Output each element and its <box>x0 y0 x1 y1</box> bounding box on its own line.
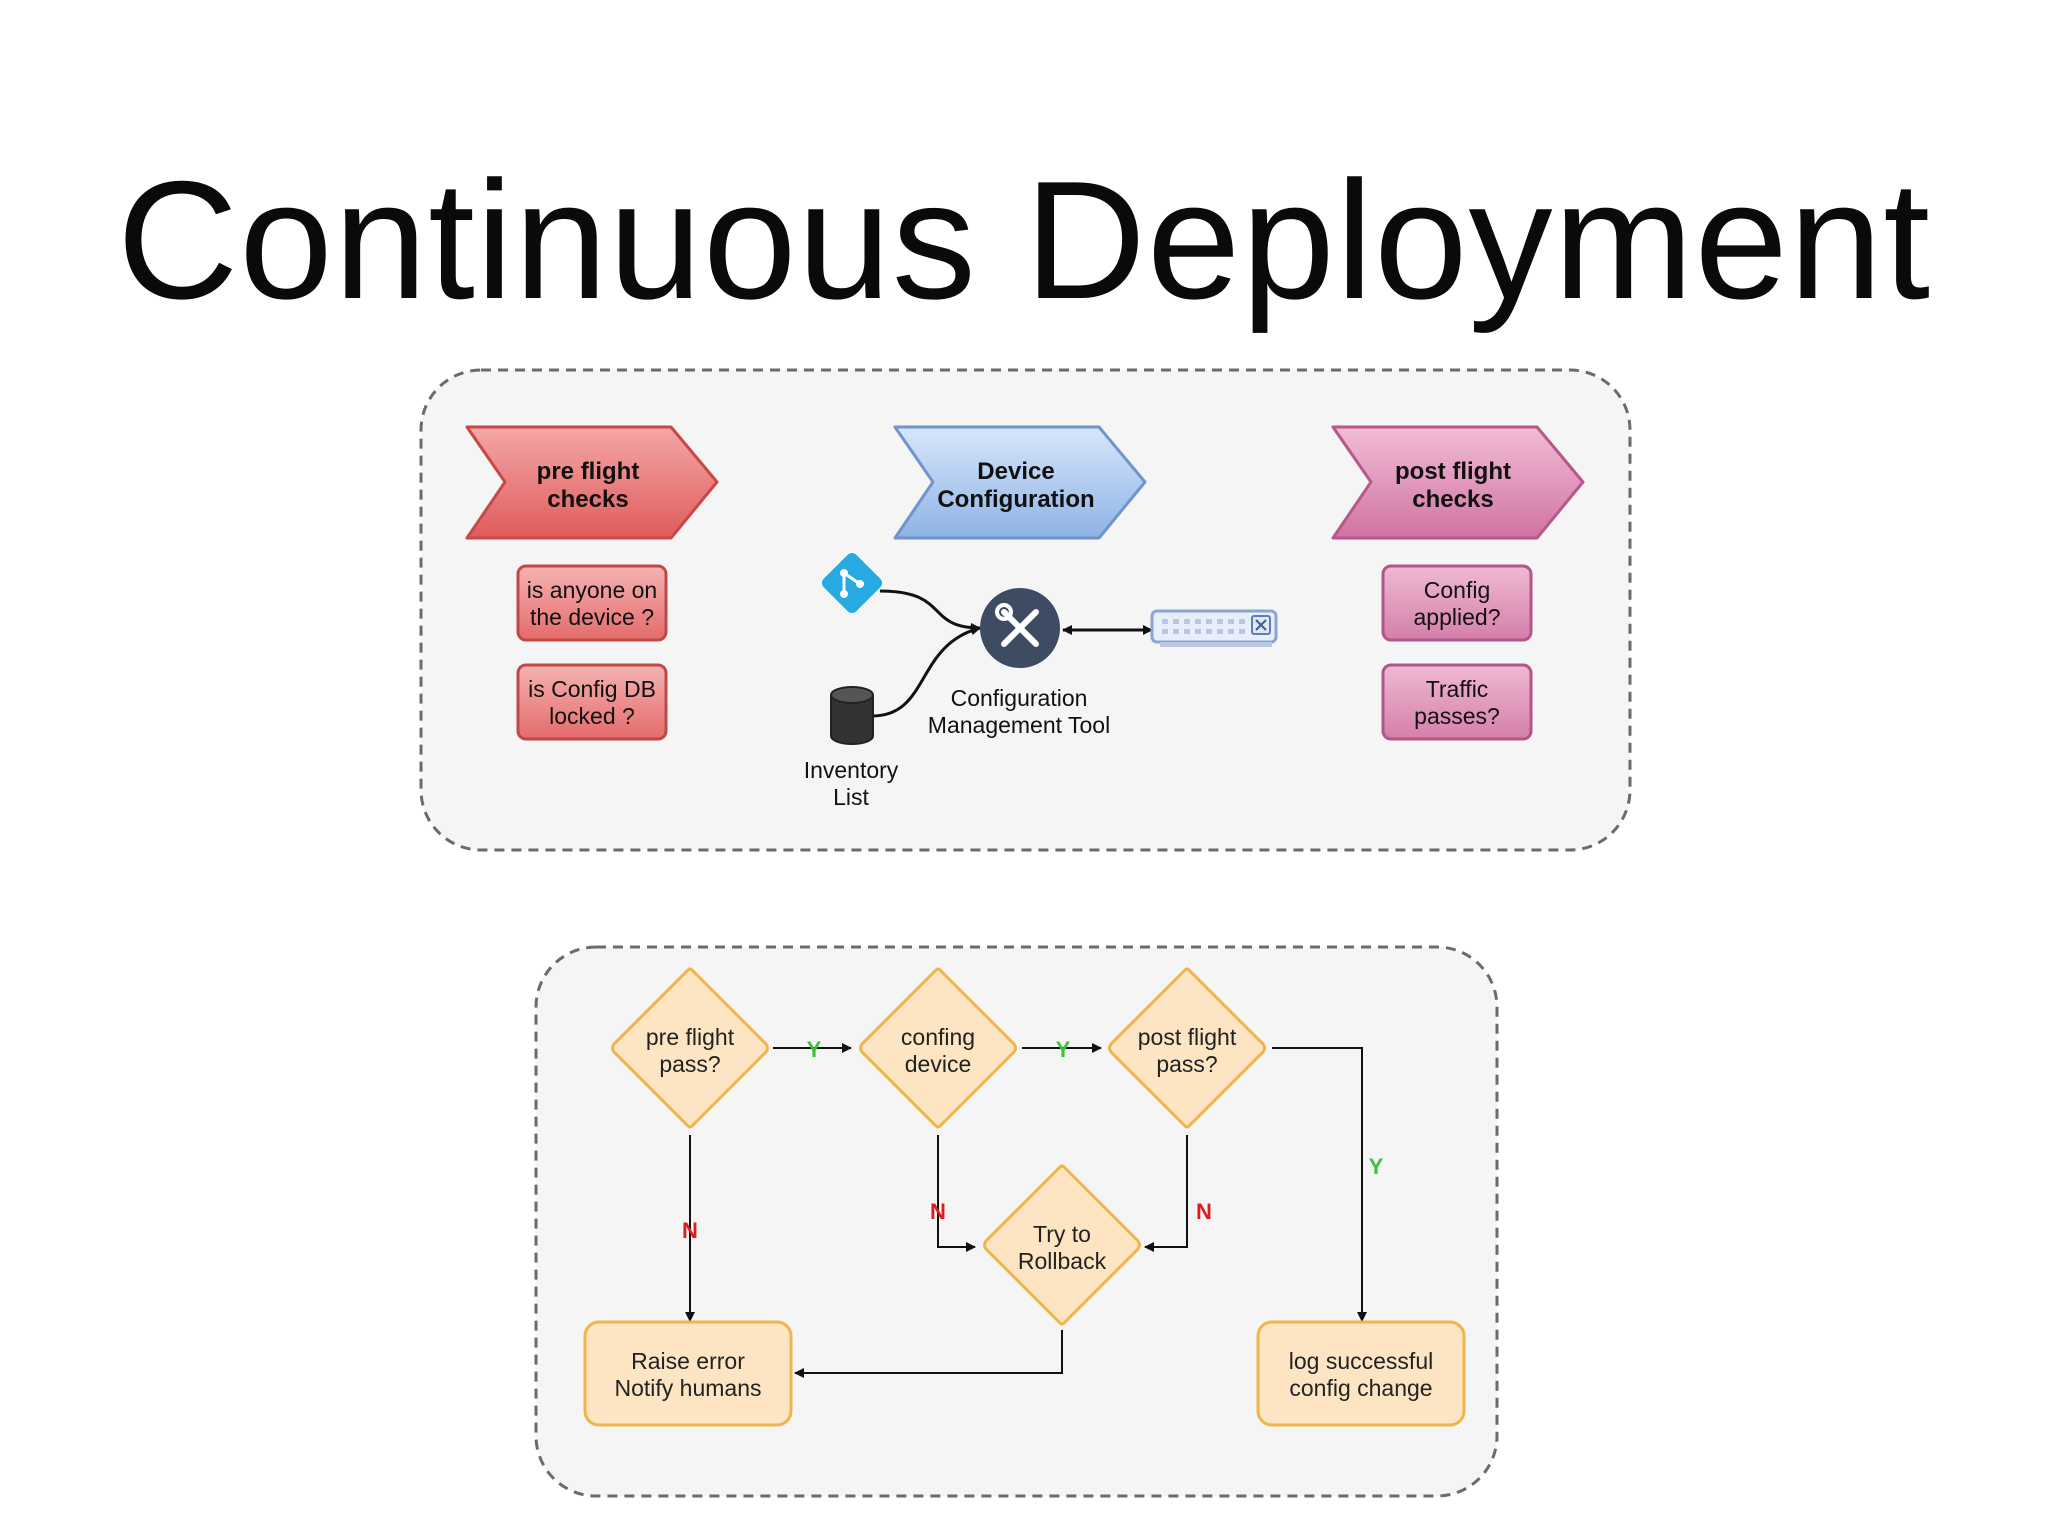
stage-label-line1: pre flight <box>537 458 640 485</box>
database-icon <box>830 686 874 745</box>
edge-config-to-rollback <box>937 1135 976 1252</box>
wrench-screwdriver-icon <box>980 588 1060 668</box>
slide-title: Continuous Deployment <box>116 146 1932 334</box>
edge-label-yes: Y <box>1369 1154 1384 1179</box>
decision-pre-flight-pass: pre flight pass? <box>611 967 769 1129</box>
pre-check-box: is anyone on the device ? <box>516 564 668 642</box>
post-check-box: Traffic passes? <box>1381 663 1533 741</box>
svg-text:Raise error: Raise error <box>631 1348 745 1374</box>
post-check-box: Config applied? <box>1381 564 1533 642</box>
edge-post-to-log <box>1272 1047 1367 1322</box>
stage-label-line2: checks <box>547 486 628 513</box>
tool-label: Management Tool <box>928 712 1110 738</box>
terminal-raise-error: Raise error Notify humans <box>583 1320 793 1427</box>
svg-text:config change: config change <box>1289 1375 1432 1401</box>
svg-text:locked ?: locked ? <box>549 703 635 729</box>
edge-post-to-rollback <box>1144 1135 1188 1252</box>
svg-text:Notify humans: Notify humans <box>614 1375 761 1401</box>
svg-text:pass?: pass? <box>1156 1051 1217 1077</box>
inventory-to-tool-connector <box>871 625 981 718</box>
stage-label-line1: Device <box>977 458 1054 485</box>
tool-label: Configuration <box>951 685 1088 711</box>
network-switch-icon <box>1150 609 1278 647</box>
git-to-tool-connector <box>879 589 981 633</box>
stage-device-configuration: Device Configuration <box>893 425 1147 540</box>
pre-check-box: is Config DB locked ? <box>516 663 668 741</box>
edge-rollback-to-error <box>794 1330 1063 1378</box>
svg-text:Config: Config <box>1424 577 1490 603</box>
svg-text:device: device <box>905 1051 971 1077</box>
process-try-rollback: Try to Rollback <box>983 1164 1141 1326</box>
svg-text:pre flight: pre flight <box>646 1024 735 1050</box>
svg-text:post flight: post flight <box>1138 1024 1237 1050</box>
stage-pre-flight-checks: pre flight checks <box>465 425 719 540</box>
stage-label-line1: post flight <box>1395 458 1511 485</box>
edge-label-no: N <box>930 1199 946 1224</box>
svg-text:Traffic: Traffic <box>1426 676 1489 702</box>
edge-label-no: N <box>682 1218 698 1243</box>
svg-text:Try to: Try to <box>1033 1221 1091 1247</box>
svg-text:is Config DB: is Config DB <box>528 676 656 702</box>
svg-text:the device ?: the device ? <box>530 604 654 630</box>
svg-text:applied?: applied? <box>1414 604 1501 630</box>
terminal-log-success: log successful config change <box>1256 1320 1466 1427</box>
edge-label-yes: Y <box>1056 1037 1071 1062</box>
inventory-label: Inventory <box>804 757 899 783</box>
inventory-label: List <box>833 784 869 810</box>
decision-post-flight-pass: post flight pass? <box>1108 967 1266 1129</box>
stage-label-line2: checks <box>1412 486 1493 513</box>
edge-label-yes: Y <box>807 1037 822 1062</box>
git-icon <box>821 552 883 614</box>
svg-text:log successful: log successful <box>1289 1348 1433 1374</box>
stage-label-line2: Configuration <box>937 486 1094 513</box>
svg-text:pass?: pass? <box>659 1051 720 1077</box>
svg-text:is anyone on: is anyone on <box>527 577 657 603</box>
svg-text:Rollback: Rollback <box>1018 1248 1107 1274</box>
edge-label-no: N <box>1196 1199 1212 1224</box>
process-config-device: confing device <box>859 967 1017 1129</box>
svg-text:passes?: passes? <box>1414 703 1500 729</box>
stage-post-flight-checks: post flight checks <box>1331 425 1585 540</box>
svg-text:confing: confing <box>901 1024 975 1050</box>
